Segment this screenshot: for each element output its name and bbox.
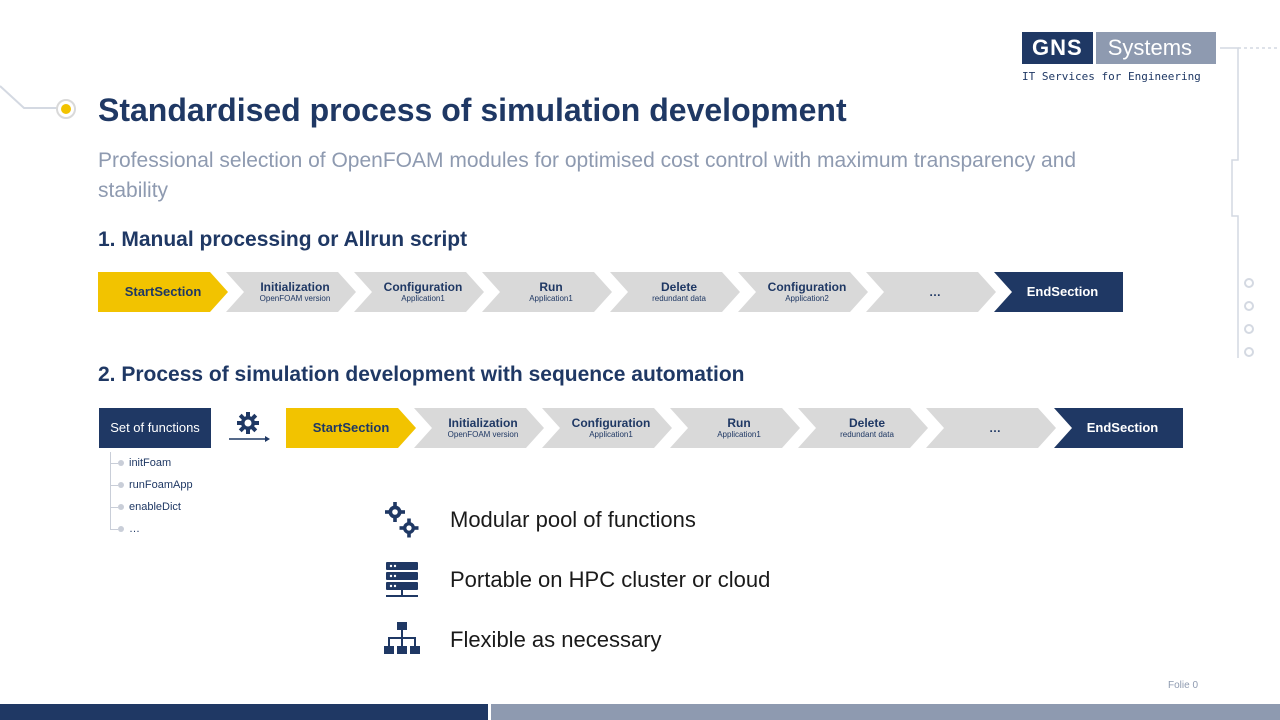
flow1-step-end: EndSection	[994, 272, 1123, 312]
nav-dot[interactable]	[1244, 301, 1254, 311]
feature-label: Flexible as necessary	[450, 627, 662, 652]
section1-heading: 1. Manual processing or Allrun script	[98, 228, 468, 251]
title-bullet-icon	[56, 99, 76, 119]
functions-box: Set of functions	[99, 408, 211, 448]
server-icon	[380, 558, 424, 602]
function-item: …	[110, 518, 193, 540]
logo-gns: GNS	[1022, 32, 1093, 64]
right-frame-line	[1220, 47, 1280, 358]
nav-dot[interactable]	[1244, 278, 1254, 288]
feature-label: Modular pool of functions	[450, 507, 696, 532]
gears-icon	[380, 498, 424, 542]
footer-bar-dark	[0, 704, 488, 720]
function-item: runFoamApp	[110, 474, 193, 496]
feature-flexible: Flexible as necessary	[380, 618, 662, 662]
section2-heading: 2. Process of simulation development wit…	[98, 363, 745, 386]
flow1-step-start: StartSection	[98, 272, 228, 312]
logo-systems: Systems	[1095, 32, 1216, 64]
flow1-step-ellipsis: …	[866, 272, 996, 312]
footer-bar-light	[491, 704, 1280, 720]
nav-dot[interactable]	[1244, 347, 1254, 357]
nav-dot[interactable]	[1244, 324, 1254, 334]
functions-list: initFoam runFoamApp enableDict …	[110, 452, 193, 540]
feature-portable: Portable on HPC cluster or cloud	[380, 558, 770, 602]
tree-line	[110, 452, 111, 530]
flow2-step-end: EndSection	[1054, 408, 1183, 448]
slide-navigation-dots	[1244, 278, 1254, 370]
company-logo: GNS Systems IT Services for Engineering	[1022, 32, 1216, 83]
slide-subtitle: Professional selection of OpenFOAM modul…	[98, 149, 1077, 202]
flow2-step-ellipsis: …	[926, 408, 1056, 448]
gear-arrow-icon	[229, 412, 270, 442]
feature-modular: Modular pool of functions	[380, 498, 696, 542]
function-item: initFoam	[110, 452, 193, 474]
slide-number: Folie 0	[1168, 680, 1199, 691]
logo-tagline: IT Services for Engineering	[1022, 70, 1201, 83]
function-item: enableDict	[110, 496, 193, 518]
feature-label: Portable on HPC cluster or cloud	[450, 567, 771, 592]
hierarchy-icon	[380, 618, 424, 662]
decorative-connector-line	[0, 85, 58, 109]
flow2-step-start: StartSection	[286, 408, 416, 448]
slide-title: Standardised process of simulation devel…	[98, 92, 847, 128]
